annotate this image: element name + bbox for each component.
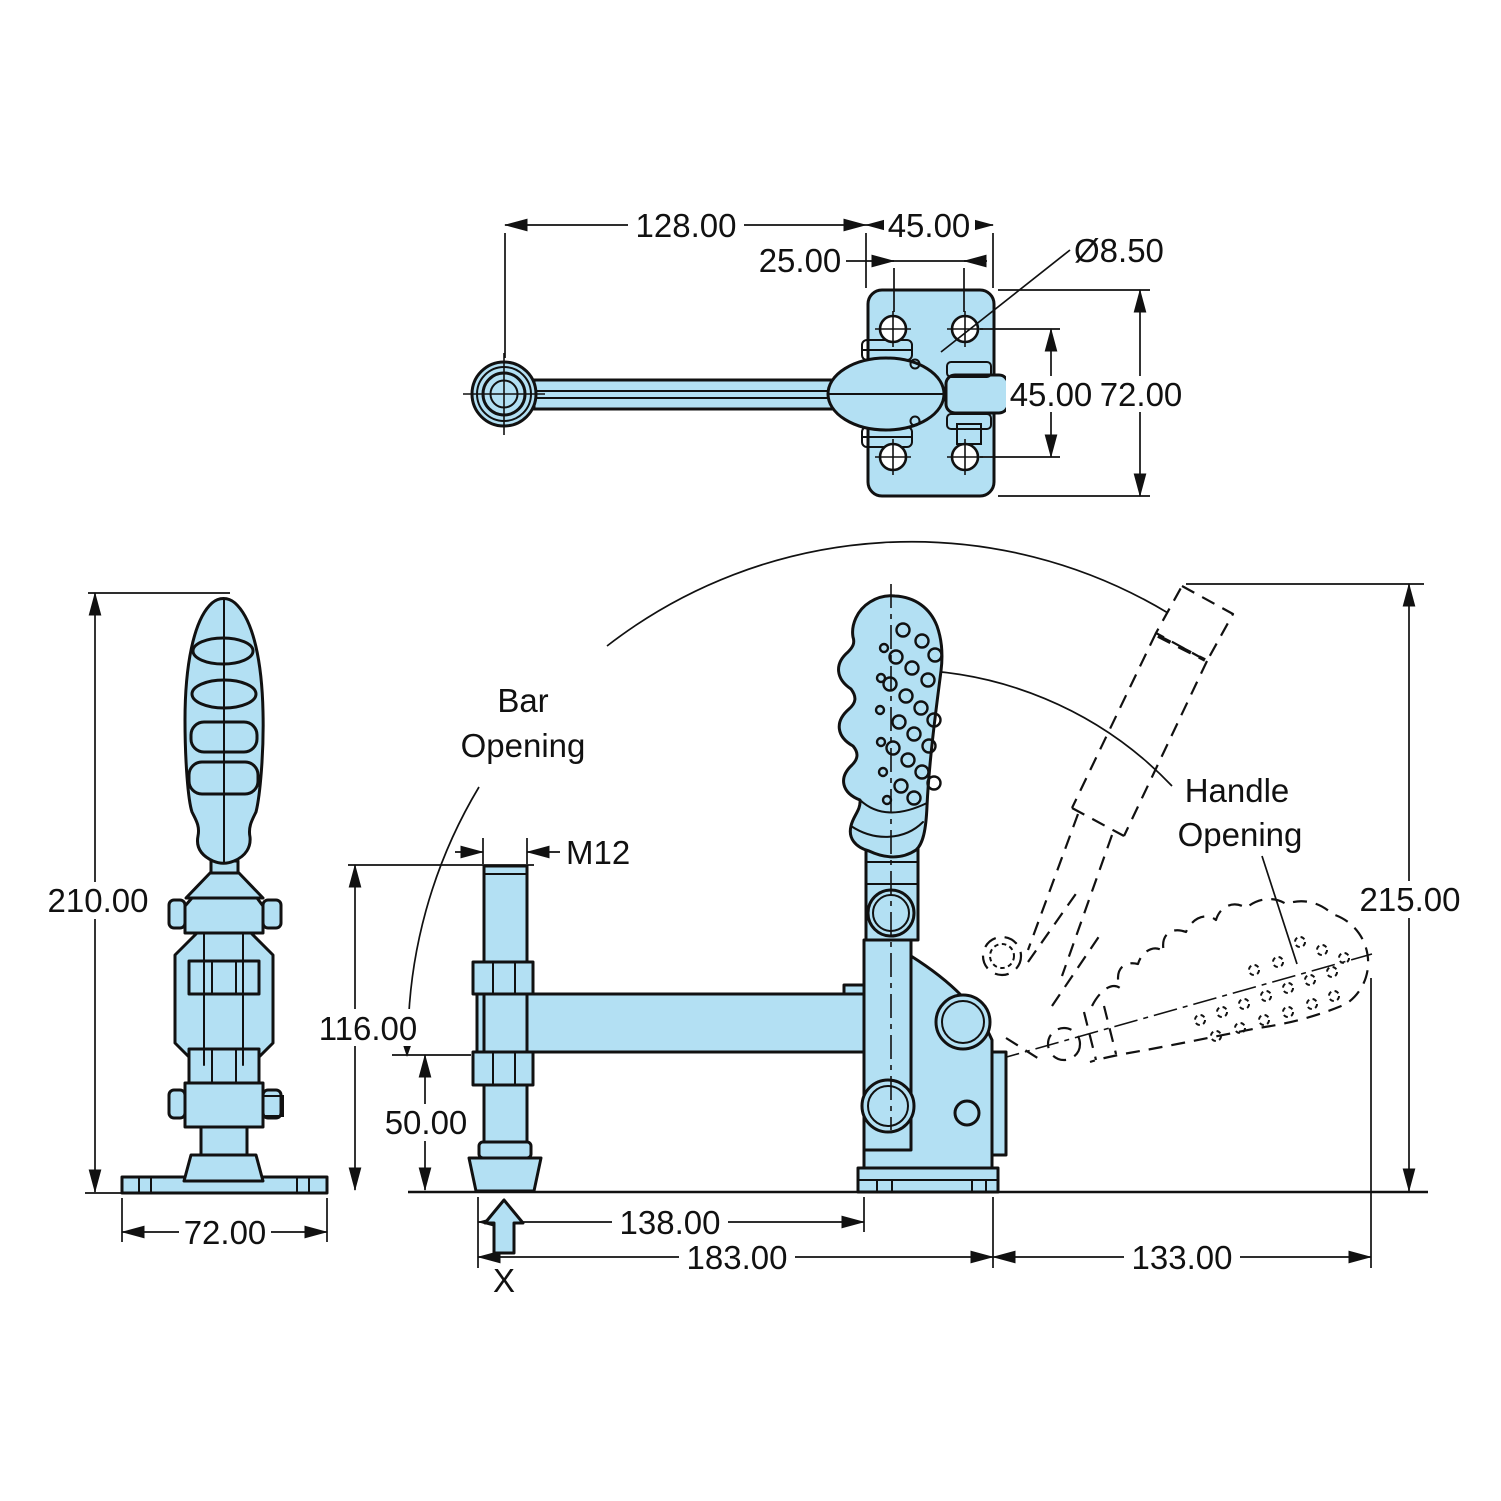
dim-hole-pitch-vertical: 45.00 [980, 327, 1097, 459]
spindle-foot [467, 1156, 543, 1193]
dim-text-128: 128.00 [636, 207, 737, 244]
dim-text-72-side: 72.00 [184, 1214, 267, 1251]
side-lower-block [183, 1081, 265, 1129]
side-handle-grip-ovals [187, 636, 260, 796]
dim-thread: M12 [455, 834, 630, 871]
dim-text-210: 210.00 [48, 882, 149, 919]
dim-text-45-vert: 45.00 [1010, 376, 1093, 413]
label-bar-opening: Bar Opening [461, 682, 586, 764]
clamp-arm-bar [475, 992, 867, 1054]
callout-hole-diameter: Ø8.50 [940, 232, 1164, 353]
dim-text-138: 138.00 [620, 1204, 721, 1241]
force-arrow-icon [483, 1198, 525, 1255]
dim-plate-height: 72.00 [998, 288, 1187, 498]
label-handle-opening-line1: Handle [1185, 772, 1290, 809]
main-pivot-boss [934, 993, 992, 1051]
boss-dot-top [909, 358, 921, 370]
side-view: 210.00 72.00 [42, 591, 329, 1251]
side-foot-neck [199, 1125, 249, 1157]
label-handle-opening-line2: Opening [1178, 816, 1303, 853]
dim-bar-height: 116.00 [313, 863, 534, 1192]
side-link-plates [173, 931, 275, 1067]
spindle-knob-top [463, 353, 545, 435]
handle-grip-dots [874, 622, 943, 806]
label-bar-opening-line1: Bar [497, 682, 548, 719]
clamp-bar-top [532, 378, 836, 411]
dim-spindle-to-body: 138.00 [476, 1197, 866, 1268]
side-hex-nuts [187, 959, 261, 1085]
lower-pivot [860, 1078, 916, 1134]
dim-spindle-to-plate: 128.00 [503, 207, 868, 358]
force-arrow: X [483, 1198, 525, 1299]
handle-opening-leader [1261, 855, 1298, 965]
bar-end-stub [944, 373, 1010, 415]
hex-nut-upper [471, 960, 535, 996]
open-handle-phantom-side [995, 898, 1373, 1064]
dim-text-45-top: 45.00 [888, 207, 971, 244]
mounting-holes [875, 311, 983, 475]
open-handle-phantom-upper [1026, 584, 1235, 977]
boss-dot-bottom [909, 415, 921, 427]
phantom-grip-dots [1194, 936, 1350, 1042]
side-upper-block [183, 896, 265, 935]
label-handle-opening: Handle Opening [1178, 772, 1303, 965]
spindle-assembly [467, 864, 543, 1193]
label-bar-opening-line2: Opening [461, 727, 586, 764]
open-linkage-phantom [981, 887, 1103, 1063]
hex-nut-lower [471, 1050, 535, 1087]
dim-overall-length: 183.00 [476, 1197, 995, 1276]
dim-text-183: 183.00 [687, 1239, 788, 1276]
dim-open-height: 215.00 [1186, 582, 1468, 1193]
dim-plate-width: 45.00 [864, 207, 995, 288]
label-force-point: X [493, 1262, 515, 1299]
dim-text-m12: M12 [566, 834, 630, 871]
body-side-tab [990, 1050, 1008, 1157]
dim-text-133: 133.00 [1132, 1239, 1233, 1276]
spindle-rod [482, 864, 529, 1144]
dim-text-50: 50.00 [385, 1104, 468, 1141]
dim-text-215: 215.00 [1360, 881, 1461, 918]
dim-hole-pitch-horizontal: 25.00 [759, 242, 987, 312]
dim-text-72-vert: 72.00 [1100, 376, 1183, 413]
top-view: 128.00 45.00 25.00 Ø8.50 [463, 207, 1187, 498]
dim-base-width: 72.00 [120, 1198, 329, 1251]
dim-handle-reach: 133.00 [991, 978, 1373, 1276]
foot-collar [477, 1140, 533, 1160]
dim-text-hole-dia: Ø8.50 [1074, 232, 1164, 269]
front-view: Bar Opening Handle Opening M12 116.00 [313, 540, 1468, 1299]
dim-overall-height: 210.00 [42, 591, 230, 1194]
dim-text-116: 116.00 [319, 1010, 417, 1047]
dim-plunger-stroke: 50.00 [380, 1053, 472, 1192]
body-hole [953, 1099, 981, 1127]
dim-text-25: 25.00 [759, 242, 842, 279]
side-foot-pad [182, 1153, 265, 1183]
